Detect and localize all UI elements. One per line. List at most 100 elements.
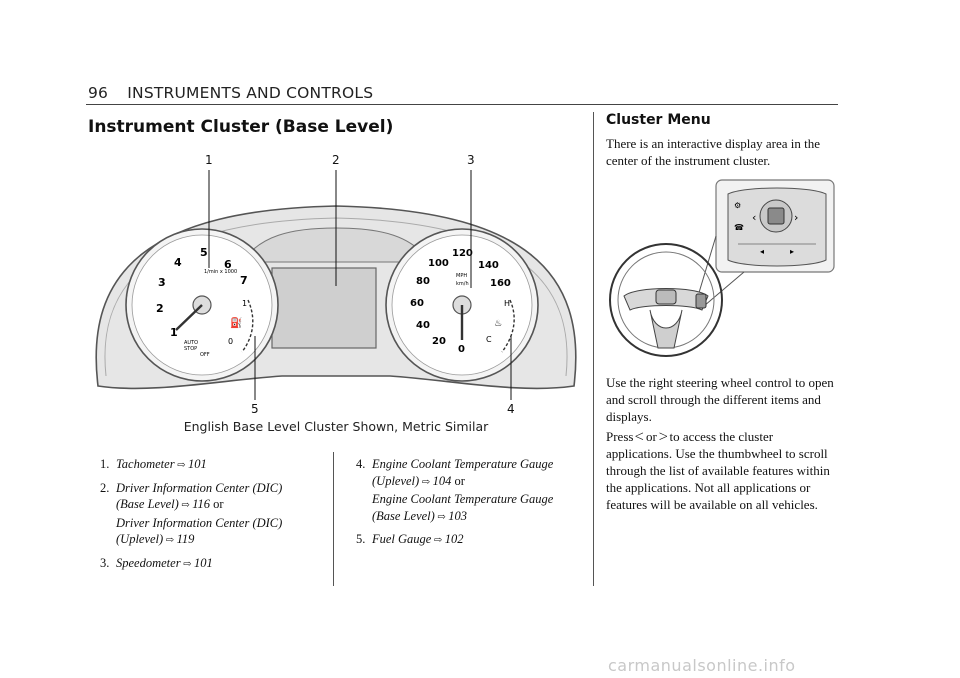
legend-term: (Base Level)	[372, 508, 435, 523]
page-ref-link[interactable]: 102	[444, 532, 464, 546]
header-rule	[86, 104, 838, 105]
coolant-icon: ♨	[494, 319, 502, 329]
legend-number: 3.	[100, 555, 110, 570]
legend-number: 5.	[356, 532, 366, 546]
section-title: Instrument Cluster (Base Level)	[88, 117, 394, 137]
speed-unit-mph: MPH	[456, 273, 467, 279]
cluster-menu-press: Press<or>to access the cluster applicati…	[606, 428, 840, 513]
legend-list-left: 1.Tachometer ⇨ 101 2.Driver Information C…	[100, 456, 326, 578]
stop-label: STOP	[184, 346, 197, 352]
right-chevron-icon: ›	[794, 211, 798, 224]
page-ref-link[interactable]: 104	[432, 473, 452, 488]
tach-tick-5: 5	[200, 246, 208, 259]
legend-line: (Uplevel) ⇨ 119	[116, 531, 326, 550]
page-ref-link[interactable]: 101	[187, 457, 207, 471]
speed-tick-80: 80	[416, 276, 430, 287]
legend-term: Engine Coolant Temperature Gauge	[372, 457, 554, 471]
fuel-mark-0: 0	[228, 337, 233, 346]
legend-list-right: 4.Engine Coolant Temperature Gauge(Uplev…	[356, 456, 588, 555]
legend-line: (Base Level) ⇨ 116 or	[116, 496, 326, 515]
right-chevron-icon: >	[658, 427, 669, 445]
left-chevron-icon: <	[634, 427, 645, 445]
instrument-cluster-figure: 1 2 3 4 5 6 7 1/min x 1000 AUTO STOP OFF…	[95, 170, 577, 400]
cluster-menu-title: Cluster Menu	[606, 112, 711, 128]
fuel-pump-icon: ⛽	[230, 316, 242, 329]
legend-item: 5. Fuel Gauge ⇨ 102	[356, 531, 588, 550]
fuel-mark-1: 1	[242, 299, 247, 308]
column-divider-right	[593, 112, 594, 586]
legend-line: (Base Level) ⇨ 103	[372, 508, 588, 527]
legend-line: Speedometer ⇨ 101	[116, 555, 326, 574]
legend-term: Fuel Gauge	[372, 532, 432, 546]
callout-1: 1	[205, 153, 213, 167]
legend-term: Driver Information Center (DIC)	[116, 515, 283, 530]
page-ref-arrow-icon: ⇨	[431, 535, 445, 546]
left-chevron-icon: ‹	[752, 211, 756, 224]
figure-caption: English Base Level Cluster Shown, Metric…	[183, 419, 489, 434]
legend-item: 4.Engine Coolant Temperature Gauge(Uplev…	[356, 456, 588, 526]
page-ref-arrow-icon: ⇨	[180, 558, 194, 570]
speedometer-gauge: 0 20 40 60 80 100 120 140 160 MPH km/h H…	[385, 228, 539, 382]
legend-number: 4.	[356, 457, 366, 471]
page-ref-link[interactable]: 101	[193, 555, 213, 570]
column-divider	[333, 452, 334, 586]
off-label: OFF	[200, 352, 210, 358]
callout-3: 3	[467, 153, 475, 167]
page-ref-arrow-icon: ⇨	[163, 535, 177, 546]
cluster-menu-usage: Use the right steering wheel control to …	[606, 375, 834, 424]
tach-tick-6: 6	[224, 258, 232, 271]
dic-display	[271, 267, 377, 349]
watermark: carmanualsonline.info	[608, 656, 796, 675]
page-ref-link[interactable]: 116	[192, 497, 211, 511]
section-name: INSTRUMENTS AND CONTROLS	[127, 84, 374, 102]
page-ref-link[interactable]: 119	[176, 532, 195, 546]
tach-tick-2: 2	[156, 302, 164, 315]
voice-icon: ⚙	[734, 201, 741, 210]
page-ref-arrow-icon: ⇨	[178, 500, 193, 511]
callout-4: 4	[507, 402, 515, 416]
legend-item: 2.Driver Information Center (DIC)(Base L…	[100, 480, 326, 550]
speed-tick-140: 140	[478, 260, 499, 271]
legend-term: Engine Coolant Temperature Gauge	[372, 492, 554, 506]
legend-line: Fuel Gauge ⇨ 102	[372, 531, 588, 550]
legend-term: (Uplevel)	[116, 532, 164, 546]
legend-line: Driver Information Center (DIC)	[116, 515, 326, 532]
or-text: or	[646, 429, 657, 444]
volume-down-icon: ◂	[760, 247, 764, 256]
press-rest: to access the cluster applications. Use …	[606, 429, 830, 512]
speed-tick-120: 120	[452, 248, 473, 259]
legend-line: Engine Coolant Temperature Gauge	[372, 491, 588, 508]
legend-line: Driver Information Center (DIC)	[116, 480, 326, 497]
legend-suffix: or	[451, 473, 465, 488]
tach-unit: 1/min x 1000	[204, 269, 237, 275]
steering-wheel-figure: ‹ › ⚙ ☎ ◂ ▸	[609, 179, 835, 357]
speed-tick-40: 40	[416, 320, 430, 331]
volume-up-icon: ▸	[790, 247, 794, 256]
phone-icon: ☎	[734, 223, 744, 232]
legend-line: Engine Coolant Temperature Gauge	[372, 456, 588, 473]
speed-tick-60: 60	[410, 298, 424, 309]
legend-term: Driver Information Center (DIC)	[116, 480, 283, 495]
legend-term: Speedometer	[116, 555, 181, 570]
auto-label: AUTO	[184, 340, 198, 346]
page-ref-arrow-icon: ⇨	[434, 511, 449, 523]
tachometer-gauge: 1 2 3 4 5 6 7 1/min x 1000 AUTO STOP OFF…	[125, 228, 279, 382]
legend-term: (Uplevel)	[372, 473, 420, 488]
legend-number: 1.	[100, 457, 110, 471]
tach-tick-1: 1	[170, 326, 178, 339]
callout-2: 2	[332, 153, 340, 167]
temp-mark-h: H	[504, 299, 510, 308]
page-header: 96 INSTRUMENTS AND CONTROLS	[88, 84, 373, 102]
page-number: 96	[88, 84, 109, 102]
speed-tick-160: 160	[490, 278, 511, 289]
tach-tick-4: 4	[174, 256, 182, 269]
page-ref-arrow-icon: ⇨	[174, 460, 188, 471]
temp-mark-c: C	[486, 335, 492, 344]
page-ref-link[interactable]: 103	[448, 508, 467, 523]
legend-suffix: or	[210, 497, 224, 511]
legend-item: 3. Speedometer ⇨ 101	[100, 555, 326, 574]
legend-term: (Base Level)	[116, 497, 179, 511]
steering-wheel	[609, 243, 723, 357]
legend-item: 1.Tachometer ⇨ 101	[100, 456, 326, 475]
legend-line: (Uplevel) ⇨ 104 or	[372, 473, 588, 492]
